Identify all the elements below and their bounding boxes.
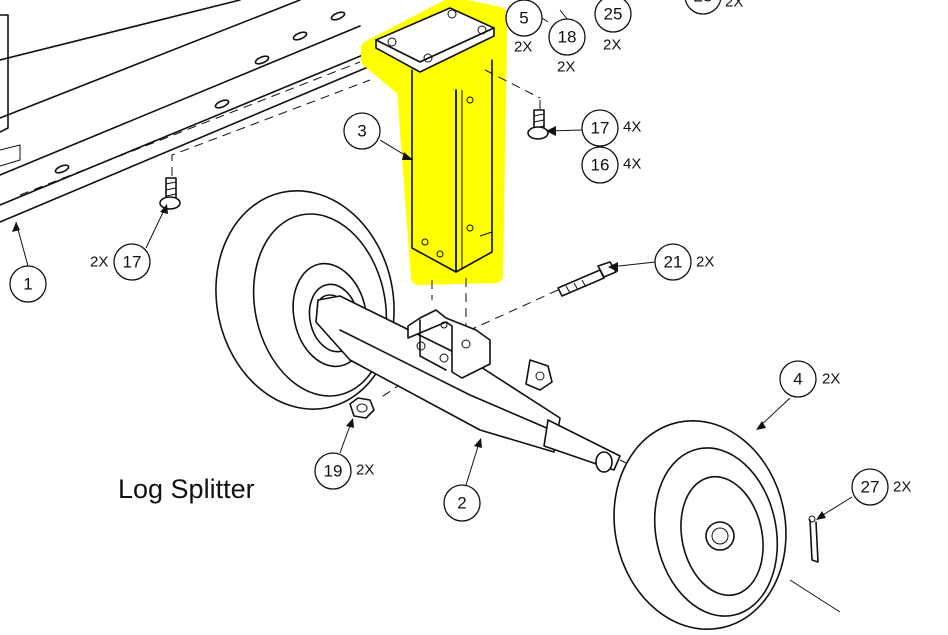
callout-4: 4 2X — [779, 360, 840, 398]
svg-text:27: 27 — [861, 478, 880, 497]
pin-part-27 — [808, 515, 819, 563]
svg-text:19: 19 — [324, 462, 343, 481]
callout-leaders — [12, 9, 853, 520]
callout-2: 2 — [443, 484, 481, 522]
svg-text:2X: 2X — [603, 37, 621, 54]
callout-16: 16 4X — [581, 146, 641, 184]
svg-text:2X: 2X — [725, 0, 743, 11]
svg-text:4X: 4X — [623, 156, 641, 173]
left-wheel — [215, 190, 395, 410]
bolt-part-17-right — [527, 109, 549, 140]
svg-text:1: 1 — [23, 275, 32, 294]
axle — [315, 295, 621, 473]
callout-17-right: 17 4X — [581, 109, 641, 147]
callout-21: 21 2X — [654, 243, 714, 281]
callout-25-top: 25 2X — [594, 0, 632, 54]
tongue-jack-post-highlighted — [361, 0, 507, 285]
bolt-part-21 — [557, 261, 617, 297]
svg-text:17: 17 — [591, 119, 610, 138]
svg-text:18: 18 — [558, 28, 577, 47]
svg-text:25: 25 — [694, 0, 713, 6]
svg-text:2: 2 — [457, 494, 466, 513]
svg-text:17: 17 — [123, 253, 142, 272]
svg-text:5: 5 — [519, 9, 528, 28]
svg-text:2X: 2X — [893, 479, 911, 496]
svg-text:2X: 2X — [356, 462, 374, 479]
svg-text:3: 3 — [357, 122, 366, 141]
svg-text:2X: 2X — [557, 59, 575, 76]
bolt-part-17-left — [159, 177, 181, 210]
callout-19: 19 2X — [314, 452, 374, 490]
nut-part-19 — [349, 397, 375, 419]
svg-text:2X: 2X — [696, 254, 714, 271]
svg-text:16: 16 — [591, 156, 610, 175]
svg-text:4: 4 — [793, 370, 802, 389]
right-wheel — [613, 419, 787, 631]
svg-text:21: 21 — [664, 253, 683, 272]
callout-17-left: 2X 17 — [90, 243, 151, 281]
callout-25-corner: 25 2X — [684, 0, 743, 15]
svg-text:2X: 2X — [822, 371, 840, 388]
frame-beam — [0, 0, 381, 223]
svg-text:2X: 2X — [514, 39, 532, 56]
diagram-caption: Log Splitter — [118, 474, 255, 504]
svg-text:4X: 4X — [623, 119, 641, 136]
callout-1: 1 — [9, 265, 47, 303]
svg-text:25: 25 — [604, 5, 623, 24]
callout-5: 5 2X — [505, 0, 543, 56]
callout-3: 3 — [343, 112, 381, 150]
callout-27: 27 2X — [851, 468, 911, 506]
callout-18: 18 2X — [548, 18, 586, 76]
svg-text:2X: 2X — [90, 254, 108, 271]
